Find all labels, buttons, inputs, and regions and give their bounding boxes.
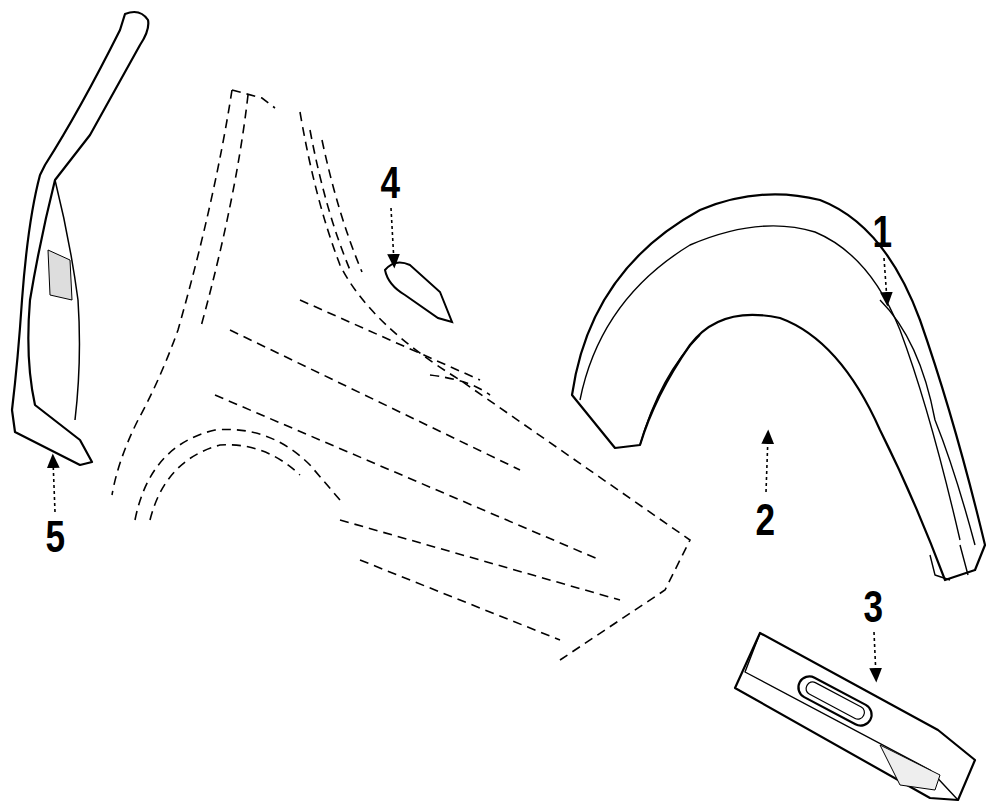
wheelhouse-liner <box>572 194 985 580</box>
seal-strip <box>12 12 148 465</box>
callout-number: 2 <box>755 498 775 542</box>
callout-number: 3 <box>863 585 883 629</box>
callout-number: 5 <box>45 515 65 559</box>
leader-lines <box>53 208 887 676</box>
callout-number: 4 <box>380 161 400 205</box>
callout-number: 1 <box>872 210 892 254</box>
scuff-plate <box>735 633 975 800</box>
clip-part <box>385 262 452 322</box>
